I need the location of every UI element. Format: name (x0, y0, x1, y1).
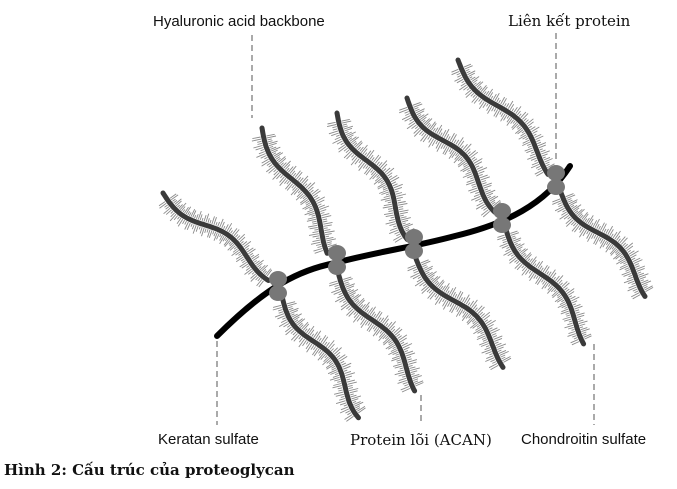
branch-upper-3 (326, 110, 416, 243)
branch-upper-4 (399, 95, 502, 218)
label-chondroitin-sulfate: Chondroitin sulfate (521, 431, 647, 448)
core-protein-chain (279, 293, 361, 421)
link-protein-node (405, 229, 423, 245)
glycosaminoglycan-chains (251, 133, 337, 254)
core-protein-chain (160, 190, 271, 283)
glycosaminoglycan-chains (399, 101, 502, 218)
link-protein-node (493, 217, 511, 233)
glycosaminoglycan-chains (272, 301, 366, 422)
core-protein-chain (334, 110, 410, 242)
glycosaminoglycan-chains (328, 276, 424, 393)
glycosaminoglycan-chains (451, 63, 556, 177)
branch-lower-2 (328, 269, 424, 394)
branch-upper-2 (251, 125, 337, 256)
branch-lower-3 (407, 253, 512, 370)
label-hyaluronic-backbone: Hyaluronic acid backbone (153, 13, 325, 30)
core-protein-branches (158, 57, 654, 422)
link-protein-node (547, 179, 565, 195)
core-protein-chain (557, 187, 648, 299)
glycosaminoglycan-chains (407, 259, 512, 370)
link-protein-node (493, 203, 511, 219)
figure-caption: Hình 2: Cấu trúc của proteoglycan (4, 461, 295, 479)
link-proteins (269, 165, 565, 301)
link-protein-node (328, 245, 346, 261)
core-protein-chain (502, 223, 587, 347)
core-protein-chain (412, 253, 506, 370)
label-keratan-sulfate: Keratan sulfate (158, 431, 259, 448)
branch-lower-1 (272, 293, 366, 422)
branch-lower-5 (552, 187, 654, 300)
glycosaminoglycan-chains (497, 230, 592, 346)
core-protein-chain (335, 269, 418, 394)
branch-upper-5 (451, 57, 556, 177)
link-protein-node (405, 243, 423, 259)
glycosaminoglycan-chains (326, 118, 416, 243)
glycosaminoglycan-chains (158, 193, 273, 288)
core-protein-chain (259, 125, 330, 256)
leader-lines (216, 33, 595, 425)
link-protein-node (547, 165, 565, 181)
branch-upper-1 (158, 190, 273, 288)
link-protein-node (269, 271, 287, 287)
branch-lower-4 (497, 223, 592, 347)
label-link-protein: Liên kết protein (508, 12, 631, 30)
label-core-protein: Protein lõi (ACAN) (350, 431, 492, 449)
core-protein-chain (404, 95, 498, 215)
link-protein-node (328, 259, 346, 275)
glycosaminoglycan-chains (552, 193, 654, 300)
core-protein-chain (455, 57, 551, 177)
link-protein-node (269, 285, 287, 301)
